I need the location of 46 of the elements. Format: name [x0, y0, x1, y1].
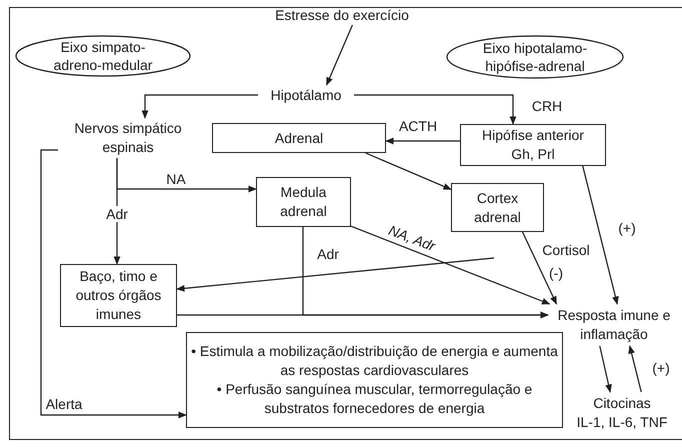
node-text: Hipotálamo: [258, 85, 354, 105]
arrow: [522, 232, 558, 305]
node-text: Nervos simpático espinais: [58, 118, 198, 158]
arrow: [599, 346, 612, 393]
process-box: [212, 123, 386, 153]
node-text: Hipófise anterior: [482, 126, 584, 145]
arrow: [326, 24, 353, 86]
node-text: IL-1, IL-6, TNF: [576, 413, 668, 432]
arrow: [354, 94, 516, 125]
arrow: [628, 345, 642, 392]
node-text: Baço, timo e outros órgãos imunes: [74, 267, 162, 324]
process-box: [256, 177, 351, 227]
edge-label: (+): [651, 360, 671, 376]
arrow: [365, 152, 452, 190]
arrow: [40, 149, 187, 418]
axis-ellipse: [15, 35, 191, 77]
axis-ellipse: [446, 35, 624, 79]
arrow: [177, 312, 549, 318]
process-box: [460, 124, 606, 166]
arrow: [385, 138, 460, 144]
node-text: Citocinas: [593, 394, 651, 413]
node-text: Adrenal: [274, 128, 324, 148]
arrow: [142, 94, 258, 119]
process-box: [186, 332, 563, 428]
process-box: [60, 264, 177, 327]
sign-label: (-): [549, 265, 563, 281]
edge-label: (+): [617, 220, 637, 236]
arrow: [582, 166, 619, 305]
edge-label: NA: [165, 171, 187, 187]
edge-label: ACTH: [398, 118, 438, 134]
node-text: Estresse do exercício: [262, 5, 422, 25]
edge-label: CRH: [530, 98, 564, 114]
process-box: [451, 183, 544, 232]
node-text: Cortex adrenal: [473, 188, 522, 226]
edge-label: Cortisol: [541, 242, 591, 258]
node-text: Gh, Prl: [511, 145, 555, 164]
edge-label: Adr: [316, 246, 340, 262]
node-text: Eixo hipotalamo- hipófise-adrenal: [482, 39, 588, 75]
arrow: [350, 226, 550, 305]
edge-label: Adr: [105, 206, 129, 222]
node-text: Medula adrenal: [279, 183, 328, 221]
edge-label: Alerta: [44, 396, 84, 412]
node-text: Eixo simpato- adreno-medular: [52, 38, 154, 74]
node-text: • Perfusão sanguínea muscular, termorregulação e substratos fornecedores de energia: [216, 380, 534, 418]
arrow: [176, 257, 494, 292]
arrow: [114, 158, 120, 265]
